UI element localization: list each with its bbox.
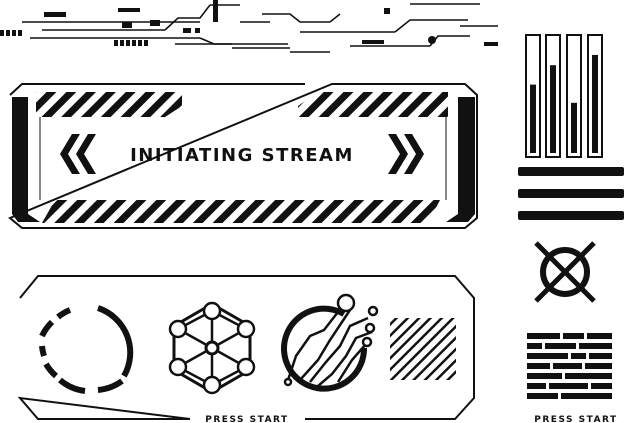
level-frame <box>545 34 561 158</box>
press-start-button[interactable]: PRESS START <box>205 415 288 423</box>
target-x-icon <box>534 241 596 303</box>
circuit-dashes <box>0 0 498 46</box>
level-bar-fill <box>571 102 577 153</box>
side-press-start-button[interactable]: PRESS START <box>534 415 617 423</box>
thick-lines <box>518 167 624 220</box>
level-frame <box>587 34 603 158</box>
banner-title: INITIATING STREAM <box>130 145 354 166</box>
chevron-right-icon <box>388 134 424 174</box>
circuit-lines-icon <box>22 3 498 53</box>
level-frame <box>566 34 582 158</box>
brick-pattern-icon <box>527 333 612 399</box>
hexagon-network-icon <box>168 301 256 395</box>
bottom-panel <box>17 275 475 420</box>
level-meter-icon <box>525 34 603 158</box>
banner-frame <box>8 83 478 229</box>
level-frame <box>525 34 541 158</box>
level-bar-fill <box>592 54 598 153</box>
chevron-left-icon <box>60 134 96 174</box>
level-bar-fill <box>550 65 556 153</box>
circuit-circle-icon <box>281 293 379 392</box>
level-bar-fill <box>530 84 536 153</box>
segmented-ring-icon <box>39 305 134 394</box>
diagonal-stripes-icon <box>390 318 456 380</box>
